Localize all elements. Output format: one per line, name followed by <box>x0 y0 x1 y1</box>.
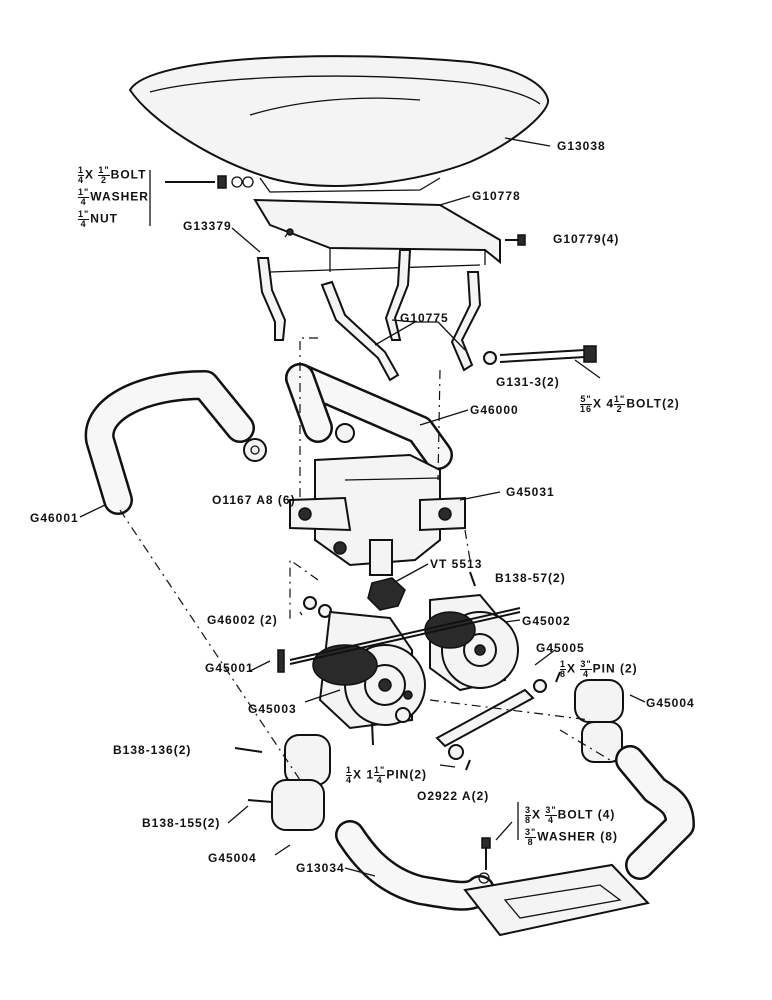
label-b13857: B138-57(2) <box>495 571 566 585</box>
long-bolt-fraction2: 1"2 <box>614 394 626 414</box>
label-b138155: B138-155(2) <box>142 816 221 830</box>
label-g45005: G45005 <box>536 641 585 655</box>
right-clamp <box>574 679 695 880</box>
nut-vt5513 <box>367 577 406 611</box>
label-g10779: G10779(4) <box>553 232 620 246</box>
pin-right-fraction2: 3"4 <box>580 659 592 679</box>
label-g10778: G10778 <box>472 189 521 203</box>
seat-bracket <box>253 198 501 273</box>
nut-fraction: 1"4 <box>78 209 90 229</box>
bolt38-fraction2: 3"4 <box>545 805 557 825</box>
label-b138136: B138-136(2) <box>113 743 192 757</box>
label-g46002: G46002 (2) <box>207 613 278 627</box>
label-g45002: G45002 <box>522 614 571 628</box>
seat-bolt <box>165 175 254 189</box>
label-g46000: G46000 <box>470 403 519 417</box>
label-g45031: G45031 <box>506 485 555 499</box>
label-g45003: G45003 <box>248 702 297 716</box>
label-o2922: O2922 A(2) <box>417 789 490 803</box>
link-bar <box>435 671 561 771</box>
label-g45004-left: G45004 <box>208 851 257 865</box>
label-g46001: G46001 <box>30 511 79 525</box>
long-bolt <box>483 345 597 365</box>
label-g45004-right: G45004 <box>646 696 695 710</box>
label-o1167: O1167 A8 (6) <box>212 493 296 507</box>
label-g13034: G13034 <box>296 861 345 875</box>
gear-assembly <box>277 593 521 746</box>
washer-fraction: 1"4 <box>78 187 90 207</box>
leader-lines <box>79 137 646 877</box>
left-clamp <box>234 734 331 831</box>
small-washers <box>303 571 476 618</box>
seat-pan <box>128 55 550 193</box>
gear-housing <box>289 453 466 576</box>
long-bolt-fraction: 5"16 <box>580 394 593 414</box>
label-g10775: G10775 <box>400 311 449 325</box>
pin-left-fraction2: 1"4 <box>374 765 386 785</box>
lower-frame <box>335 820 650 937</box>
label-g13038: G13038 <box>557 139 606 153</box>
bolt-fraction2: 1"2 <box>98 165 110 185</box>
seat-straps <box>256 228 482 382</box>
left-handle <box>84 370 355 515</box>
center-lines <box>119 337 611 781</box>
label-vt5513: VT 5513 <box>430 557 483 571</box>
upper-handle <box>285 363 453 470</box>
label-g13379: G13379 <box>183 219 232 233</box>
screw-g10779 <box>505 234 526 246</box>
label-g1313: G131-3(2) <box>496 375 560 389</box>
label-g45001: G45001 <box>205 661 254 675</box>
washer38-fraction: 3"8 <box>525 827 537 847</box>
